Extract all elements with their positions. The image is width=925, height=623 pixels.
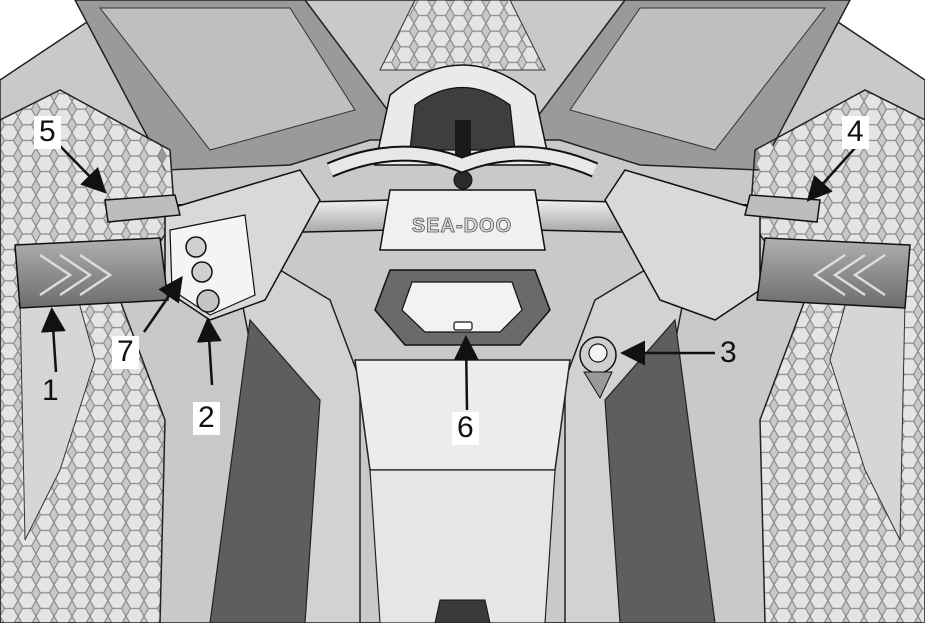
callout-5: 5	[34, 116, 61, 149]
callout-7: 7	[112, 336, 139, 369]
callout-6: 6	[452, 412, 479, 445]
left-bottom-button	[197, 290, 219, 312]
callout-3: 3	[720, 338, 737, 368]
left-upper-button	[186, 237, 206, 257]
right-grip	[757, 238, 910, 308]
callout-2: 2	[193, 402, 220, 435]
callout-1: 1	[42, 376, 59, 406]
display-button	[454, 322, 472, 330]
callout-arrow-6	[466, 340, 467, 410]
brand-badge: SEA-DOO	[412, 215, 512, 237]
callout-4: 4	[842, 116, 869, 149]
left-lower-button	[192, 262, 212, 282]
left-grip	[15, 238, 168, 308]
